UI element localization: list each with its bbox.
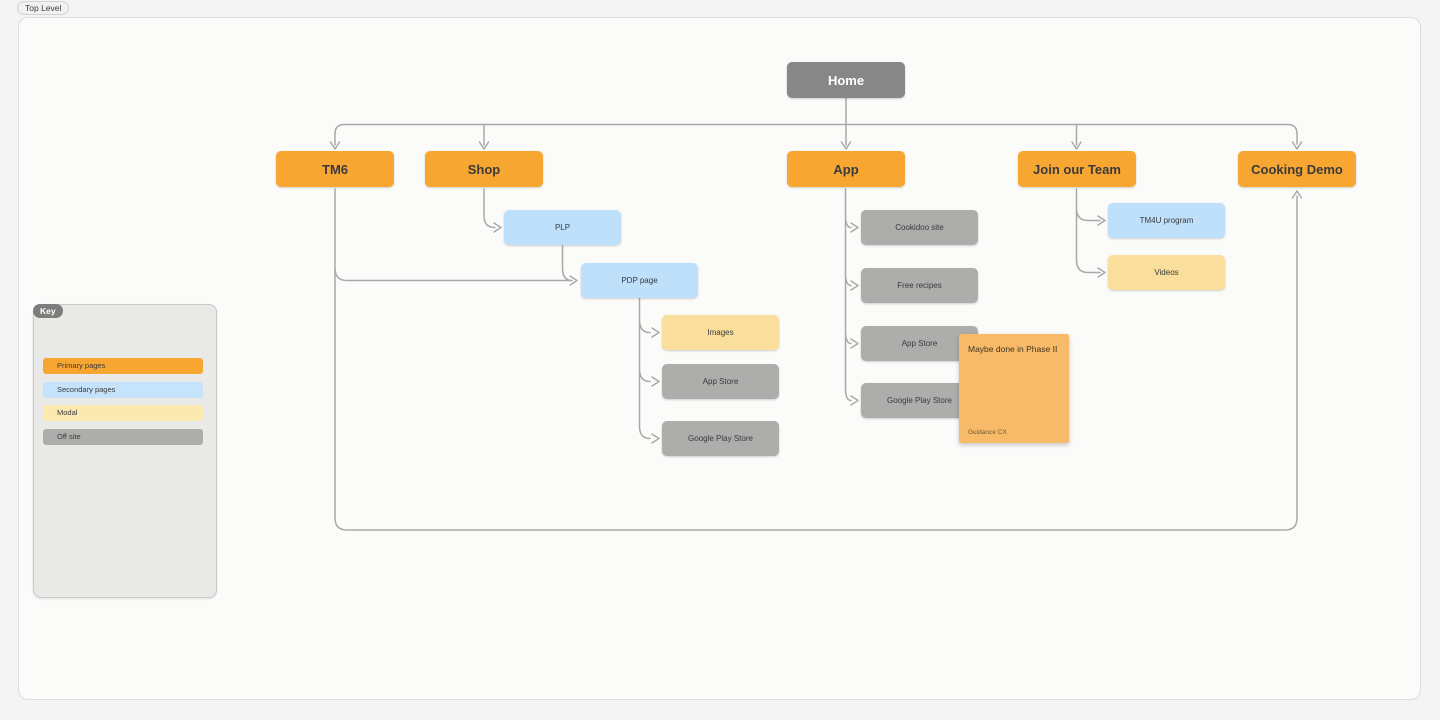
node-google-play-pdp[interactable]: Google Play Store: [662, 421, 779, 456]
node-videos[interactable]: Videos: [1108, 255, 1225, 290]
node-free-recipes[interactable]: Free recipes: [861, 268, 978, 303]
key-panel[interactable]: Key Primary pages Secondary pages Modal …: [33, 304, 217, 598]
node-tm6[interactable]: TM6: [276, 151, 394, 187]
node-plp[interactable]: PLP: [504, 210, 621, 245]
key-item-modal[interactable]: Modal: [43, 405, 203, 421]
key-badge[interactable]: Key: [33, 304, 63, 318]
sticky-note-footer: Guidance CX: [968, 429, 1007, 436]
node-cooking-demo[interactable]: Cooking Demo: [1238, 151, 1356, 187]
node-home[interactable]: Home: [787, 62, 905, 98]
key-item-primary-pages[interactable]: Primary pages: [43, 358, 203, 374]
sticky-note-title: Maybe done in Phase II: [968, 344, 1058, 354]
frame-label[interactable]: Top Level: [17, 1, 70, 15]
node-app[interactable]: App: [787, 151, 905, 187]
key-item-off-site[interactable]: Off site: [43, 429, 203, 445]
node-images[interactable]: Images: [662, 315, 779, 350]
node-app-store-pdp[interactable]: App Store: [662, 364, 779, 399]
node-tm4u-program[interactable]: TM4U program: [1108, 203, 1225, 238]
node-pdp-page[interactable]: PDP page: [581, 263, 698, 298]
top-level-frame: [18, 17, 1421, 700]
node-join-our-team[interactable]: Join our Team: [1018, 151, 1136, 187]
node-shop[interactable]: Shop: [425, 151, 543, 187]
node-cookidoo-site[interactable]: Cookidoo site: [861, 210, 978, 245]
sticky-note[interactable]: Maybe done in Phase II Guidance CX: [959, 334, 1069, 443]
key-item-secondary-pages[interactable]: Secondary pages: [43, 382, 203, 398]
